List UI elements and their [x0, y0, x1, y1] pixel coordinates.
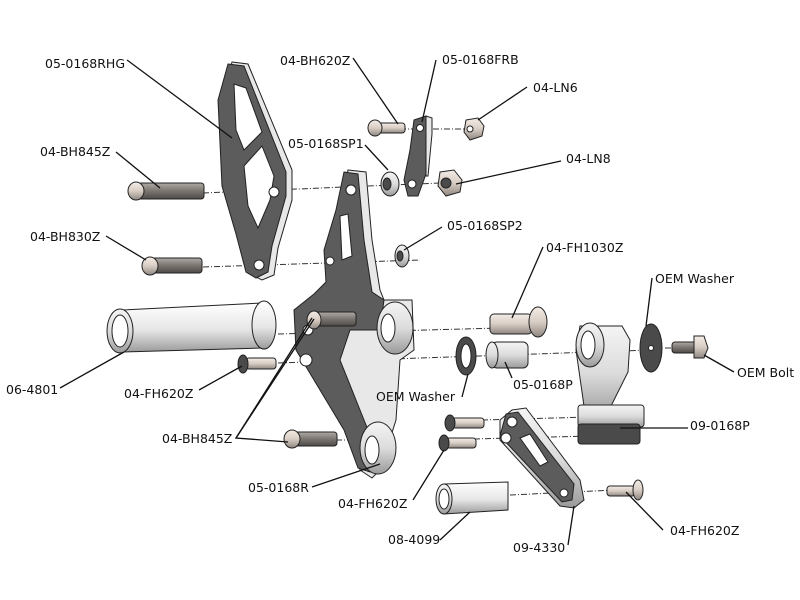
- part-nut-04-LN8: [437, 169, 463, 197]
- part-heel-guard-05-0168RHG: [217, 61, 293, 281]
- part-bolt-04-BH845Z-top: [127, 181, 205, 201]
- label-04-BH845Z-bottom: 04-BH845Z: [162, 431, 232, 446]
- part-bolt-04-BH830Z: [141, 256, 203, 276]
- label-04-LN8: 04-LN8: [566, 151, 611, 166]
- part-bolt-04-BH620Z: [367, 119, 406, 137]
- label-04-FH1030Z: 04-FH1030Z: [546, 240, 623, 255]
- label-oem-washer-mid: OEM Washer: [376, 389, 456, 404]
- label-oem-washer-right: OEM Washer: [655, 271, 735, 286]
- leader-lines: [59, 57, 735, 546]
- label-04-FH620Z-left: 04-FH620Z: [124, 386, 193, 401]
- part-spacer-05-0168SP1: [380, 171, 400, 197]
- label-04-BH620Z: 04-BH620Z: [280, 53, 350, 68]
- label-05-0168SP2: 05-0168SP2: [447, 218, 523, 233]
- label-04-BH830Z: 04-BH830Z: [30, 229, 100, 244]
- label-04-LN6: 04-LN6: [533, 80, 578, 95]
- part-link-09-4330: [499, 407, 585, 509]
- part-pivot-05-0168P: [485, 341, 529, 369]
- label-05-0168FRB: 05-0168FRB: [442, 52, 519, 67]
- part-spacer-05-0168SP2: [394, 244, 410, 268]
- part-bolts-04-FH620Z-mid: [438, 414, 485, 452]
- label-04-FH620Z-mid: 04-FH620Z: [338, 496, 407, 511]
- part-labels: 05-0168RHG 04-BH620Z 05-0168FRB 04-LN6 0…: [6, 52, 794, 555]
- part-bolt-04-BH845Z-bottom: [283, 429, 338, 449]
- part-bolt-04-FH620Z-right: [606, 479, 644, 501]
- part-oem-washer-right: [639, 323, 663, 373]
- label-05-0168R: 05-0168R: [248, 480, 309, 495]
- label-06-4801: 06-4801: [6, 382, 58, 397]
- label-04-FH620Z-right: 04-FH620Z: [670, 523, 739, 538]
- part-tube-06-4801: [106, 300, 277, 354]
- part-bracket-05-0168FRB: [403, 115, 433, 197]
- label-04-BH845Z-top: 04-BH845Z: [40, 144, 110, 159]
- label-09-0168P: 09-0168P: [690, 418, 750, 433]
- label-05-0168SP1: 05-0168SP1: [288, 136, 364, 151]
- label-oem-bolt: OEM Bolt: [737, 365, 794, 380]
- part-nut-04-LN6: [463, 117, 485, 141]
- part-linkage-09-0168P: [575, 322, 645, 445]
- label-09-4330: 09-4330: [513, 540, 565, 555]
- label-05-0168RHG: 05-0168RHG: [45, 56, 125, 71]
- part-hanger-05-0168R: [293, 169, 415, 479]
- label-05-0168P: 05-0168P: [513, 377, 573, 392]
- part-oem-bolt: [671, 335, 709, 359]
- part-spacer-08-4099: [435, 481, 509, 515]
- part-bolt-04-FH620Z-left: [237, 354, 277, 374]
- part-oem-washer-mid: [455, 336, 477, 376]
- label-08-4099: 08-4099: [388, 532, 440, 547]
- part-bolt-04-FH1030Z: [489, 306, 548, 338]
